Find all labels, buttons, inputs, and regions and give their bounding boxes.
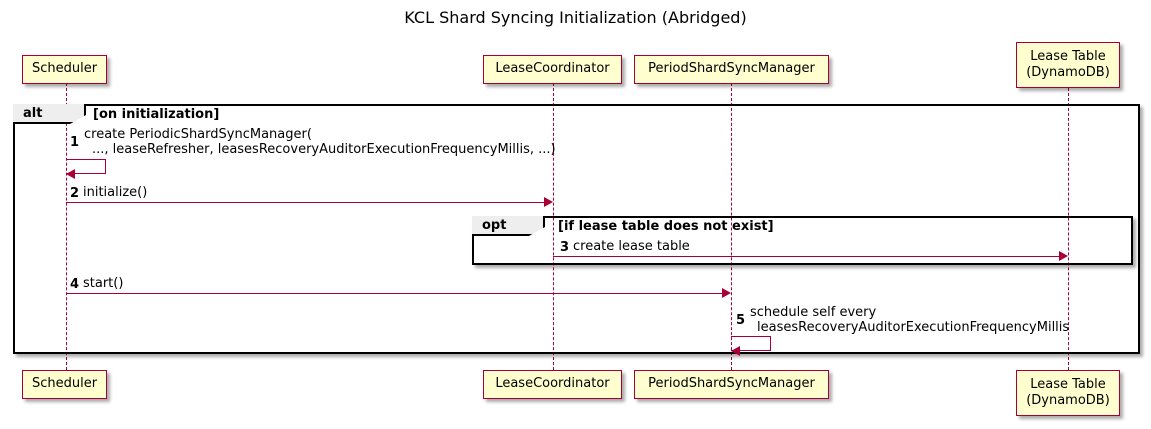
message-1-arrowhead (66, 169, 75, 179)
participant-lease-table-top[interactable]: Lease Table (DynamoDB) (1016, 42, 1120, 88)
message-5-label-line2: leasesRecoveryAuditorExecutionFrequencyM… (757, 320, 1070, 335)
participant-lease-table-bottom-label-line1: Lease Table (1030, 376, 1106, 392)
participant-period-shard-sync-manager-top-label: PeriodShardSyncManager (648, 61, 815, 77)
participant-lease-table-bottom-label-line2: (DynamoDB) (1026, 393, 1110, 408)
message-3-sequence-number: 3 (560, 240, 570, 255)
message-2-line (66, 202, 544, 203)
fragment-opt-operator-tab: opt (472, 216, 545, 236)
message-1-self-loop (66, 159, 106, 174)
lifeline-lease-table (1068, 88, 1069, 370)
participant-scheduler-bottom[interactable]: Scheduler (22, 370, 107, 399)
lifeline-scheduler (66, 83, 67, 370)
participant-lease-table-top-label-line2: (DynamoDB) (1026, 65, 1110, 80)
fragment-opt (472, 216, 1133, 265)
fragment-alt (13, 104, 1140, 354)
lifeline-lease-coordinator (553, 83, 554, 370)
message-1-sequence-number: 1 (70, 135, 80, 150)
participant-lease-coordinator-top[interactable]: LeaseCoordinator (483, 55, 622, 84)
message-4-sequence-number: 4 (70, 277, 80, 292)
message-3-line (553, 256, 1059, 257)
message-4-line (66, 293, 722, 294)
message-2-arrowhead (544, 197, 553, 207)
fragment-alt-operator-label: alt (23, 105, 43, 121)
message-5-arrowhead (731, 346, 740, 356)
page-title: KCL Shard Syncing Initialization (Abridg… (404, 8, 747, 27)
message-3-label: create lease table (573, 239, 690, 254)
fragment-opt-condition: [if lease table does not exist] (558, 219, 774, 234)
participant-scheduler-bottom-label: Scheduler (31, 376, 98, 392)
participant-lease-coordinator-bottom-label: LeaseCoordinator (495, 376, 610, 392)
participant-period-shard-sync-manager-bottom-label: PeriodShardSyncManager (648, 376, 815, 392)
message-2-label: initialize() (83, 185, 148, 200)
fragment-opt-operator-label: opt (482, 217, 507, 233)
participant-lease-coordinator-bottom[interactable]: LeaseCoordinator (483, 370, 622, 399)
message-1-label-line1: create PeriodicShardSyncManager( (84, 127, 312, 142)
participant-scheduler-top-label: Scheduler (31, 61, 98, 77)
fragment-alt-condition: [on initialization] (93, 107, 220, 122)
fragment-alt-operator-tab: alt (13, 104, 86, 124)
message-5-sequence-number: 5 (736, 313, 746, 328)
participant-lease-table-bottom[interactable]: Lease Table (DynamoDB) (1016, 370, 1120, 416)
message-3-arrowhead (1059, 251, 1068, 261)
participant-scheduler-top[interactable]: Scheduler (22, 55, 107, 84)
message-2-sequence-number: 2 (70, 186, 80, 201)
message-5-label-line1: schedule self every (750, 305, 877, 320)
message-4-arrowhead (722, 288, 731, 298)
message-4-label: start() (83, 276, 124, 291)
participant-lease-table-top-label-line1: Lease Table (1030, 48, 1106, 64)
message-5-self-loop (731, 336, 771, 351)
lifeline-period-shard-sync-manager (731, 83, 732, 370)
participant-period-shard-sync-manager-top[interactable]: PeriodShardSyncManager (634, 55, 829, 84)
participant-lease-coordinator-top-label: LeaseCoordinator (495, 61, 610, 77)
participant-period-shard-sync-manager-bottom[interactable]: PeriodShardSyncManager (634, 370, 829, 399)
message-1-label-line2: ..., leaseRefresher, leasesRecoveryAudit… (92, 142, 556, 157)
